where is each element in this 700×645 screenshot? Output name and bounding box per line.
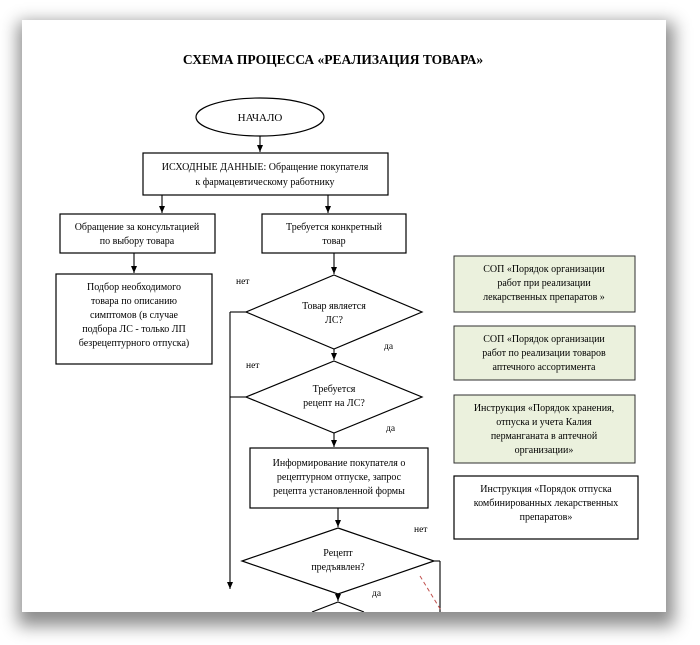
decision-needs-prescription: Требуется рецепт на ЛС? <box>244 360 424 434</box>
inform-line-2: рецептурном отпуске, запрос <box>277 472 402 483</box>
consult-line-1: Обращение за консультацией <box>75 222 200 233</box>
label-yes-2: да <box>386 424 396 434</box>
symptom-line-1: Подбор необходимого <box>87 282 181 293</box>
document-instruction-potassium: Инструкция «Порядок хранения, отпуска и … <box>453 394 636 464</box>
document-sop-assortment: СОП «Порядок организации работ по реализ… <box>453 325 636 381</box>
doc-3-line-2: отпуска и учета Калия <box>496 417 592 428</box>
label-no-2: нет <box>246 361 260 371</box>
doc-3-line-3: перманганата в аптечной <box>491 431 598 442</box>
document-page: СХЕМА ПРОЦЕССА «РЕАЛИЗАЦИЯ ТОВАРА» НАЧАЛ… <box>22 20 666 612</box>
symptom-line-3: симптомов (в случае <box>90 310 179 321</box>
inform-line-1: Информирование покупателя о <box>273 458 406 469</box>
start-terminator: НАЧАЛО <box>195 97 325 137</box>
inform-line-3: рецепта установленной формы <box>273 486 405 497</box>
doc-2-line-3: аптечного ассортимента <box>493 362 596 373</box>
flowchart-title: СХЕМА ПРОЦЕССА «РЕАЛИЗАЦИЯ ТОВАРА» <box>183 52 483 67</box>
doc-1-line-3: лекарственных препаратов » <box>483 292 605 303</box>
initial-data-box: ИСХОДНЫЕ ДАННЫЕ: Обращение покупателя к … <box>142 152 389 196</box>
label-yes-1: да <box>384 342 394 352</box>
document-sop-drugs: СОП «Порядок организации работ при реали… <box>453 255 636 313</box>
start-label: НАЧАЛО <box>238 112 283 124</box>
symptom-line-2: товара по описанию <box>91 296 177 307</box>
flow-connectors <box>131 136 443 612</box>
doc-1-line-1: СОП «Порядок организации <box>483 264 605 275</box>
decision-prescription-presented: Рецепт предъявлен? <box>240 527 436 595</box>
process-flowchart: СХЕМА ПРОЦЕССА «РЕАЛИЗАЦИЯ ТОВАРА» НАЧАЛ… <box>55 52 639 612</box>
doc-2-line-1: СОП «Порядок организации <box>483 334 605 345</box>
next-decision-partial <box>311 601 365 612</box>
symptom-line-4: подбора ЛС - только ЛП <box>82 324 185 335</box>
inform-customer-box: Информирование покупателя о рецептурном … <box>249 447 429 509</box>
doc-3-line-4: организации» <box>515 445 574 456</box>
decision-rx-line-2: рецепт на ЛС? <box>303 398 365 409</box>
specific-line-2: товар <box>322 236 345 247</box>
label-yes-3: да <box>372 589 382 599</box>
doc-4-line-2: комбинированных лекарственных <box>474 498 619 509</box>
decision-rx-line-1: Требуется <box>313 384 356 395</box>
decision-presented-line-2: предъявлен? <box>311 562 365 573</box>
doc-2-line-2: работ по реализации товаров <box>482 348 606 359</box>
symptom-line-5: безрецептурного отпуска) <box>79 338 190 349</box>
consult-line-2: по выбору товара <box>100 236 175 247</box>
consultation-request-box: Обращение за консультацией по выбору тов… <box>59 213 216 254</box>
doc-1-line-2: работ при реализации <box>497 278 591 289</box>
doc-3-line-1: Инструкция «Порядок хранения, <box>474 403 614 414</box>
label-no-3: нет <box>414 525 428 535</box>
doc-4-line-3: препаратов» <box>520 512 573 523</box>
document-instruction-combined: Инструкция «Порядок отпуска комбинирован… <box>453 475 639 540</box>
initial-data-line-2: к фармацевтическому работнику <box>195 177 334 188</box>
label-no-1: нет <box>236 277 250 287</box>
specific-line-1: Требуется конкретный <box>286 222 383 233</box>
symptom-selection-box: Подбор необходимого товара по описанию с… <box>55 273 213 365</box>
decision-is-drug-line-1: Товар является <box>302 301 366 312</box>
doc-4-line-1: Инструкция «Порядок отпуска <box>480 484 612 495</box>
specific-product-box: Требуется конкретный товар <box>261 213 407 254</box>
decision-presented-line-1: Рецепт <box>323 548 353 559</box>
initial-data-line-1: ИСХОДНЫЕ ДАННЫЕ: Обращение покупателя <box>162 162 369 173</box>
decision-is-drug: Товар является ЛС? <box>244 274 424 350</box>
decision-is-drug-line-2: ЛС? <box>325 315 343 326</box>
